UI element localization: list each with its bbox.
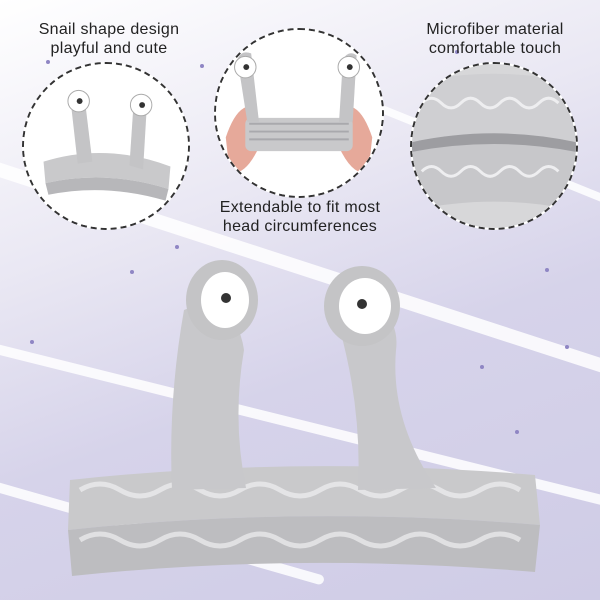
- hands-stretching-headband-icon: [216, 30, 382, 196]
- sparkle-dot: [175, 245, 179, 249]
- sparkle-dot: [46, 60, 50, 64]
- snail-shape-circle: [22, 62, 190, 230]
- microfiber-closeup-icon: [412, 64, 576, 228]
- snail-headband-thumbnail-icon: [24, 64, 188, 228]
- feature-caption-microfiber: Microfiber material comfortable touch: [426, 21, 564, 57]
- feature-caption-snail-shape: Snail shape design playful and cute: [38, 21, 180, 57]
- feature-caption-extendable: Extendable to fit most head circumferenc…: [219, 199, 381, 235]
- sparkle-dot: [565, 345, 569, 349]
- sparkle-dot: [515, 430, 519, 434]
- microfiber-circle: [410, 62, 578, 230]
- sparkle-dot: [455, 50, 459, 54]
- sparkle-dot: [200, 64, 204, 68]
- sparkle-dot: [130, 270, 134, 274]
- sparkle-dot: [30, 340, 34, 344]
- sparkle-dot: [480, 365, 484, 369]
- sparkle-dot: [545, 268, 549, 272]
- extendable-circle: [214, 28, 384, 198]
